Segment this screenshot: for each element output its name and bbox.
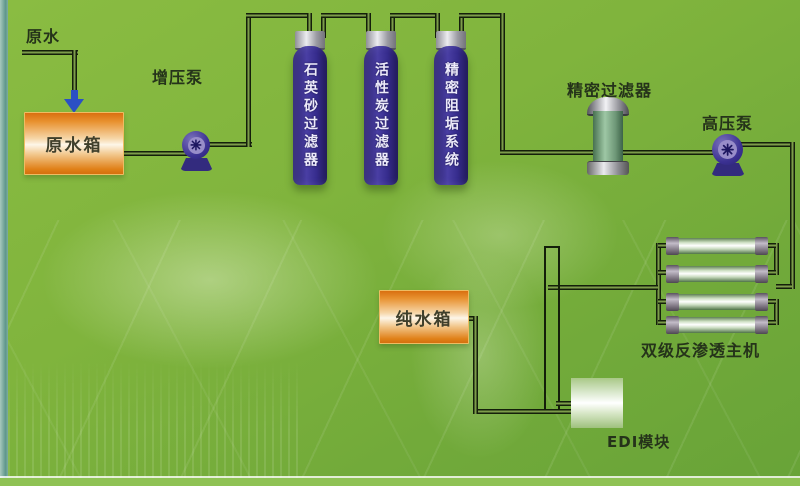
pipe-top-run-3 (390, 13, 440, 18)
membrane-end-cap (666, 265, 679, 283)
high-pressure-pump-label: 高压泵 (702, 114, 754, 133)
impeller-spokes-icon (721, 143, 734, 156)
background-grass-texture (0, 360, 300, 486)
pipe-drop-to-main (500, 13, 505, 153)
booster-pump-icon (180, 131, 213, 171)
membrane-end-cap (755, 265, 768, 283)
pipe-booster-out (196, 142, 252, 147)
pipe-riser-booster (246, 13, 251, 147)
pipe-edi-inlet-lower (474, 409, 574, 414)
pipe-ro-right-bracket-1 (774, 243, 779, 275)
precision-filter-bottom-cap (587, 161, 629, 175)
pipe-ro-output-h (548, 285, 658, 290)
pipe-rise-tank2 (390, 13, 395, 38)
membrane-end-cap (666, 293, 679, 311)
pipe-edi-inlet-upper (556, 401, 574, 406)
pipe-top-run-4 (459, 13, 505, 18)
edi-module-label: EDI模块 (607, 433, 671, 451)
pipe-rawtank-to-booster (120, 151, 194, 156)
pipe-top-run-1 (246, 13, 312, 18)
ro-membrane-tube (666, 316, 768, 334)
membrane-end-cap (755, 237, 768, 255)
pipe-ro-left-stub-3 (658, 299, 668, 304)
pump-base (180, 158, 213, 171)
membrane-end-cap (666, 316, 679, 334)
raw-water-tank: 原水箱 (24, 112, 124, 175)
pipe-ro-right-stub-2 (765, 270, 776, 275)
background-haze (410, 250, 550, 460)
pipe-ro-left-stub-4 (658, 320, 668, 325)
pipe-ro-left-stub-1 (658, 243, 668, 248)
precision-filter-label: 精密过滤器 (567, 81, 653, 100)
pipe-capped-down-run (544, 246, 560, 410)
pure-water-tank-label: 纯水箱 (395, 309, 453, 330)
left-edge-strip (0, 0, 8, 486)
raw-water-arrow-shaft (71, 90, 78, 100)
pipe-puretank-down (473, 316, 478, 414)
pipe-ro-right-bracket-2 (774, 299, 779, 325)
pipe-ro-left-bracket (656, 243, 661, 325)
edi-module (571, 378, 623, 428)
activated-carbon-filter-label: 活性炭过滤器 (373, 61, 389, 170)
pipe-raw-inlet-v (72, 50, 77, 94)
membrane-end-cap (666, 237, 679, 255)
pipe-rise-tank1 (321, 13, 326, 38)
pipe-ro-right-stub-1 (765, 243, 776, 248)
antiscalant-system-vessel: 精密阻垢系统 (434, 46, 468, 185)
booster-pump-label: 增压泵 (152, 68, 204, 87)
high-pressure-pump-icon (710, 134, 746, 177)
pipe-ro-feed-stub (776, 284, 792, 289)
membrane-end-cap (755, 316, 768, 334)
pipe-ro-right-stub-4 (765, 320, 776, 325)
pump-housing (182, 131, 210, 159)
membrane-end-cap (755, 293, 768, 311)
pipe-drop-tank2 (366, 13, 371, 38)
activated-carbon-filter-vessel: 活性炭过滤器 (364, 46, 398, 185)
quartz-sand-filter-label: 石英砂过滤器 (302, 61, 318, 170)
background-haze (40, 190, 380, 370)
pipe-ro-feed-v (790, 142, 795, 289)
pipe-drop-tank3 (435, 13, 440, 38)
pipe-top-run-2 (321, 13, 371, 18)
pipe-ro-right-stub-3 (765, 299, 776, 304)
raw-water-tank-label: 原水箱 (45, 136, 103, 156)
bottom-highlight-line (0, 476, 800, 478)
pure-water-tank: 纯水箱 (379, 290, 469, 344)
pipe-hp-pump-out (740, 142, 795, 147)
pipe-rise-tank3 (459, 13, 464, 38)
ro-membrane-tube (666, 293, 768, 311)
pump-housing (712, 134, 743, 165)
pipe-puretank-out (464, 316, 478, 321)
precision-filter-body (593, 111, 623, 168)
raw-water-arrow-icon (64, 99, 84, 113)
ro-membrane-tube (666, 237, 768, 255)
ro-unit-label: 双级反渗透主机 (641, 341, 761, 360)
pipe-raw-inlet-h (22, 50, 78, 55)
impeller-spokes-icon (190, 139, 202, 151)
pump-impeller (187, 136, 205, 154)
pump-base (711, 163, 745, 176)
pipe-ro-left-stub-2 (658, 270, 668, 275)
quartz-sand-filter-vessel: 石英砂过滤器 (293, 46, 327, 185)
raw-water-label: 原水 (26, 27, 61, 46)
bottom-edge-band (0, 478, 800, 486)
pump-impeller (718, 140, 737, 159)
ro-membrane-tube (666, 265, 768, 283)
antiscalant-system-label: 精密阻垢系统 (443, 61, 459, 170)
pipe-drop-tank1 (307, 13, 312, 38)
